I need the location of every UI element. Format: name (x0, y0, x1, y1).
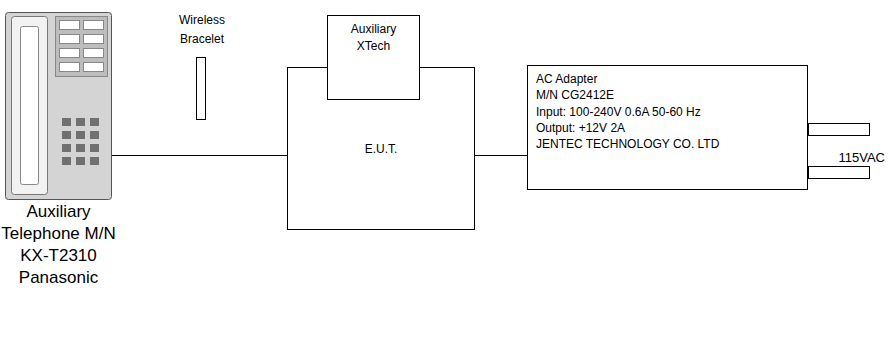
node-detail: Input: 100-240V 0.6A 50-60 Hz (536, 104, 799, 120)
cable-line (475, 155, 527, 156)
node-title: Auxiliary Telephone M/N KX-T2310 Panason… (0, 201, 129, 289)
xtech-box: Auxiliary XTech (327, 15, 420, 100)
node-detail: Output: +12V 2A (536, 120, 799, 136)
node-title: Wireless Bracelet (162, 11, 242, 49)
node-title: Auxiliary XTech (334, 21, 413, 55)
adapter-box: AC AdapterM/N CG2412EInput: 100-240V 0.6… (527, 65, 808, 190)
telephone-device: Auxiliary Telephone M/N KX-T2310 Panason… (5, 12, 112, 200)
node-detail: JENTEC TECHNOLOGY CO. LTD (536, 136, 799, 152)
cable-line (112, 155, 287, 156)
node-detail: M/N CG2412E (536, 87, 799, 103)
supply-label: 115VAC (839, 150, 886, 165)
bracelet-device: Wireless Bracelet (196, 57, 206, 120)
node-title: E.U.T. (294, 141, 468, 157)
node-title: AC Adapter (536, 71, 799, 87)
telephone-illustration (6, 13, 112, 200)
